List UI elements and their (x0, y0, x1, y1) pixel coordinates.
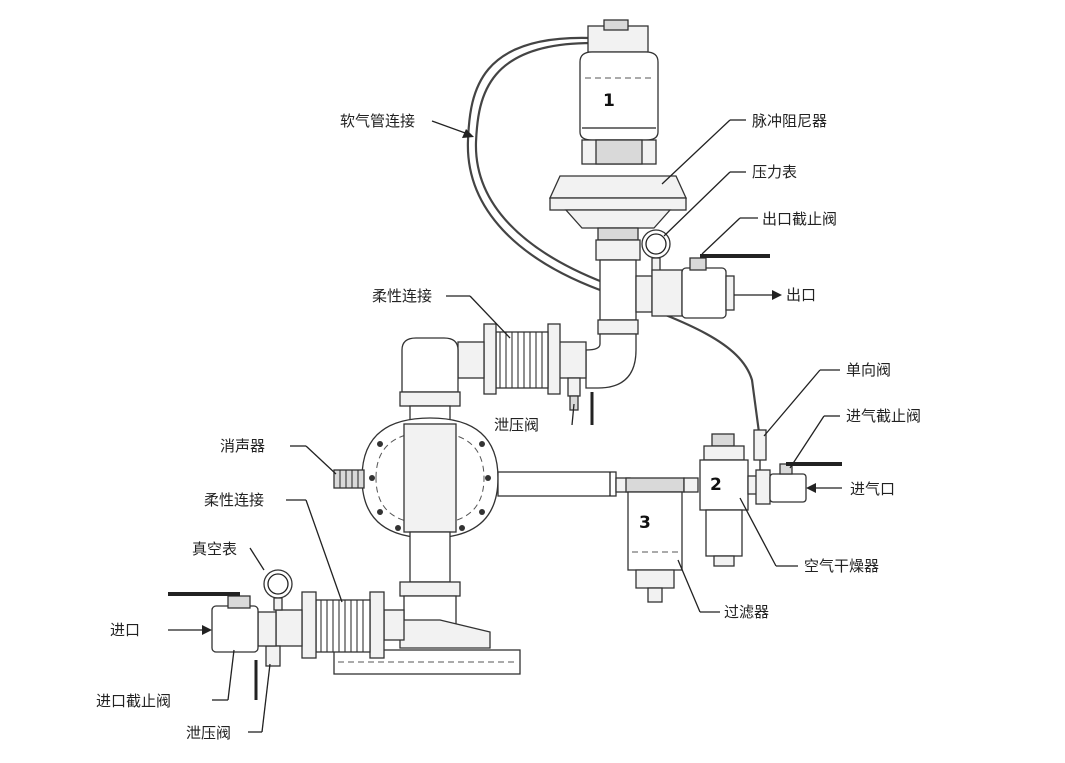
label-inlet: 进口 (110, 621, 140, 639)
pump-body (361, 417, 499, 539)
filter (615, 477, 685, 603)
outlet-tee (595, 239, 683, 321)
pump-bottom-manifold (399, 531, 491, 649)
label-soft-air-hose: 软气管连接 (340, 112, 415, 130)
air-dryer (683, 433, 759, 567)
label-air-inlet-shutoff-valve: 进气截止阀 (846, 407, 921, 425)
label-muffler: 消声器 (220, 437, 265, 455)
relief-valve-top (567, 377, 594, 425)
label-air-dryer: 空气干燥器 (804, 557, 879, 575)
number-1: 1 (603, 91, 615, 111)
label-flexible-connection-bottom: 柔性连接 (204, 491, 264, 509)
pulse-damper (548, 19, 688, 241)
relief-valve-bottom (254, 645, 281, 700)
label-vacuum-gauge: 真空表 (192, 540, 237, 558)
label-relief-valve-bottom: 泄压阀 (186, 724, 231, 742)
flexible-connection-bottom (275, 591, 405, 659)
outlet-arrow-icon (734, 290, 782, 300)
pump-top-manifold (399, 337, 461, 427)
label-outlet-shutoff-valve: 出口截止阀 (762, 210, 837, 228)
soft-air-hose (466, 36, 767, 470)
label-pulse-damper: 脉冲阻尼器 (752, 112, 827, 130)
air-inlet-shutoff-valve (769, 462, 842, 503)
label-check-valve: 单向阀 (846, 361, 891, 379)
label-outlet: 出口 (786, 286, 816, 304)
number-3: 3 (639, 513, 651, 533)
air-inlet-arrow-icon (806, 483, 842, 493)
label-relief-valve-top: 泄压阀 (494, 416, 539, 434)
inlet-arrow-icon (168, 625, 212, 635)
pump-base (333, 649, 521, 675)
inlet-shutoff-valve (168, 592, 277, 653)
outlet-shutoff-valve (681, 254, 770, 319)
pressure-gauge (641, 229, 671, 275)
label-inlet-shutoff-valve: 进口截止阀 (96, 692, 171, 710)
air-supply-pipe (497, 471, 617, 497)
discharge-elbow (585, 319, 639, 389)
check-valve (755, 469, 771, 505)
number-2: 2 (710, 475, 722, 495)
muffler (333, 469, 365, 489)
label-air-inlet: 进气口 (850, 480, 895, 498)
label-flexible-connection-top: 柔性连接 (372, 287, 432, 305)
flexible-connection-top (457, 323, 587, 395)
vacuum-gauge (263, 569, 293, 611)
label-pressure-gauge: 压力表 (752, 163, 797, 181)
leader-lines (212, 119, 840, 733)
label-filter: 过滤器 (724, 603, 769, 621)
